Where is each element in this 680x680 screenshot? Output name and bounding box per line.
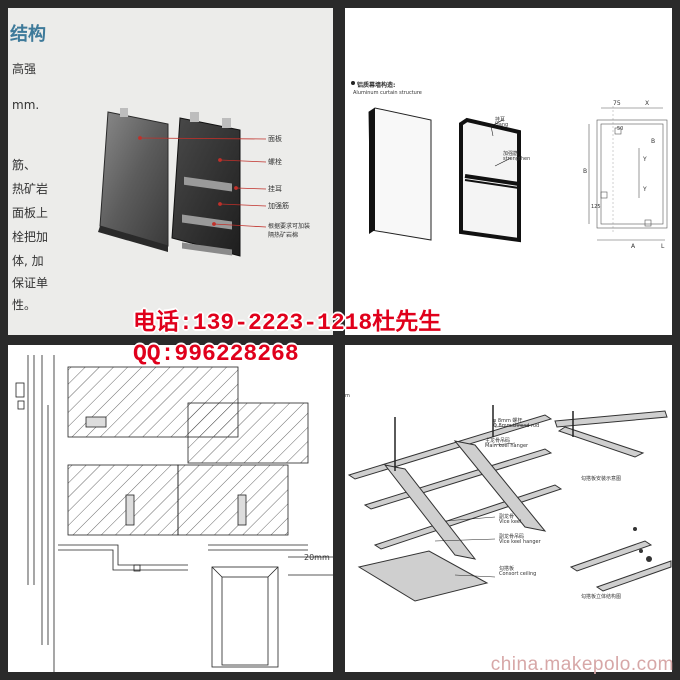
panel1-side-text-2: 筋、 bbox=[12, 158, 37, 172]
panel3-drawing bbox=[15, 355, 333, 672]
contact-qq: QQ:996228268 bbox=[133, 341, 299, 367]
vice-hanger-cn: 副龙骨吊码 bbox=[499, 534, 525, 540]
hang-label-en: Hang bbox=[495, 122, 509, 128]
label-optional: 根据要求可加装 bbox=[268, 223, 311, 230]
vice-keel-cn: 副龙骨 bbox=[499, 514, 515, 520]
panel1-side-text-7: 保证单 bbox=[12, 276, 49, 290]
label-bolt: 螺栓 bbox=[268, 158, 282, 166]
dim-y-top: Y bbox=[643, 156, 647, 163]
dim-20mm: 20mm bbox=[304, 553, 330, 562]
panel1-side-text-6: 体, 加 bbox=[12, 254, 44, 268]
panel1-title: 结构 bbox=[10, 24, 46, 45]
label-insulation: 隔热矿岩棉 bbox=[268, 232, 299, 239]
panel1-side-text-0: 高强 bbox=[12, 62, 37, 76]
panel-ceiling-system: m bbox=[345, 345, 672, 672]
side-label-m: m bbox=[345, 393, 350, 399]
main-hanger-cn: 主龙骨吊码 bbox=[485, 438, 511, 444]
panel1-side-text-4: 面板上 bbox=[12, 206, 49, 220]
panel1-side-text-1: mm. bbox=[12, 98, 40, 112]
dim-b-right: B bbox=[651, 138, 656, 145]
panel1-side-text-5: 栓把加 bbox=[12, 230, 49, 244]
dim-75: 75 bbox=[613, 100, 621, 107]
thread-rod-cn: φ 8mm 螺杆 bbox=[493, 418, 523, 424]
main-hanger-en: Main keel hanger bbox=[485, 443, 529, 449]
panel-composite-structure: 结构 高强 mm. 筋、 热矿岩 面板上 栓把加 体, 加 保证单 性。 bbox=[8, 8, 333, 335]
dim-125: 125 bbox=[591, 204, 601, 210]
curtain-heading-cn: 铝质幕墙构造: bbox=[357, 82, 396, 89]
caption-install: 勾搭板安装示意图 bbox=[581, 476, 622, 482]
panel4-drawing bbox=[347, 405, 672, 602]
vice-hanger-en: Vice keel hanger bbox=[499, 539, 541, 545]
vice-keel-en: Vice keel bbox=[499, 519, 522, 525]
panel-curtain-structure: 铝质幕墙构造: Aluminum curtain structure 挂耳 Ha… bbox=[345, 8, 672, 335]
curtain-heading-en: Aluminum curtain structure bbox=[353, 90, 422, 96]
hang-label-cn: 挂耳 bbox=[495, 117, 506, 123]
thread-rod-en: Φ 8mm thread rod bbox=[493, 423, 540, 429]
panel1-side-text-8: 性。 bbox=[12, 298, 37, 312]
strengthen-label-cn: 加强筋 bbox=[503, 151, 519, 157]
panel1-side-text-3: 热矿岩 bbox=[12, 182, 49, 196]
strengthen-label-en: strengthen bbox=[503, 156, 531, 162]
label-panel: 面板 bbox=[268, 135, 282, 143]
panel-section-detail: 20mm bbox=[8, 345, 333, 672]
dim-l: L bbox=[661, 243, 665, 250]
dim-a: A bbox=[631, 243, 636, 250]
caption-3d: 勾搭板立体结构图 bbox=[581, 594, 622, 600]
ceiling-cn: 勾搭板 bbox=[499, 566, 515, 572]
dim-50: 50 bbox=[617, 126, 624, 132]
site-watermark: china.makepolo.com bbox=[490, 654, 674, 675]
contact-phone: 电话:139-2223-1218杜先生 bbox=[133, 310, 442, 336]
dim-y-bottom: Y bbox=[643, 186, 647, 193]
panel2-drawing bbox=[351, 81, 668, 243]
label-rib: 加强筋 bbox=[268, 202, 289, 210]
label-hang: 挂耳 bbox=[268, 185, 282, 193]
dim-x: X bbox=[645, 100, 650, 107]
dim-b-left: B bbox=[583, 168, 588, 175]
ceiling-en: Consort ceiling bbox=[499, 571, 537, 577]
panel1-drawing bbox=[98, 108, 267, 257]
